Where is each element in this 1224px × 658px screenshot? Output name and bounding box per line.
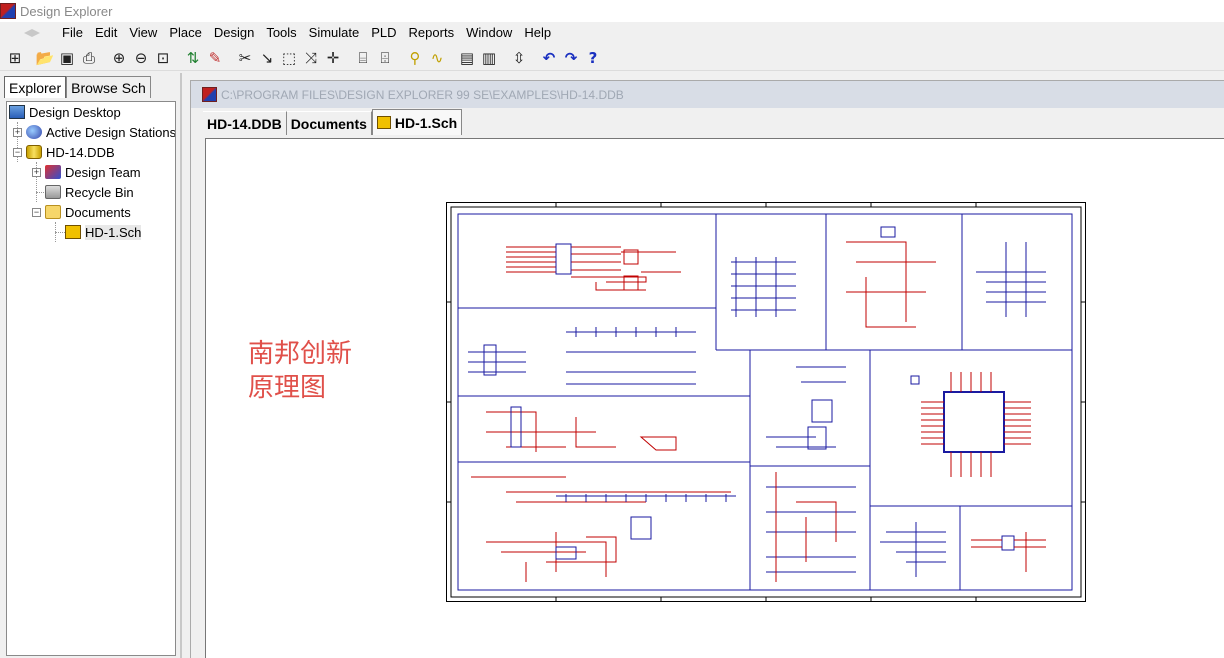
tree-label: Recycle Bin [65, 184, 134, 200]
browse-library-icon[interactable]: ⌹ [380, 48, 390, 67]
menu-edit[interactable]: Edit [94, 25, 118, 40]
tree-label: Documents [65, 204, 131, 220]
wire-tool-icon[interactable]: ✎ [208, 48, 222, 67]
tree-label: HD-14.DDB [46, 144, 115, 160]
zoom-in-icon[interactable]: ⊕ [112, 48, 126, 67]
collapse-icon[interactable]: − [32, 206, 41, 217]
move-icon[interactable]: ⤨ [304, 48, 317, 67]
sheet-icon[interactable]: ▤ [459, 48, 475, 67]
menu-view[interactable]: View [129, 25, 158, 40]
align-icon[interactable]: ⇳ [512, 48, 526, 67]
desktop-icon [9, 105, 25, 119]
menu-place[interactable]: Place [169, 25, 202, 40]
zoom-fit-icon[interactable]: ⊡ [156, 48, 170, 67]
tab-hd14-ddb[interactable]: HD-14.DDB [203, 111, 287, 135]
tab-browse-sch[interactable]: Browse Sch [66, 76, 151, 98]
menu-simulate[interactable]: Simulate [308, 25, 360, 40]
tab-label: HD-1.Sch [394, 114, 458, 131]
app-logo-icon [202, 87, 217, 102]
team-icon [45, 165, 61, 179]
simulate-icon[interactable]: ∿ [430, 48, 444, 67]
bus-icon[interactable]: ↘ [260, 48, 274, 67]
tree-item-design-team[interactable]: + Design Team [32, 162, 141, 182]
schematic-canvas[interactable]: 南邦创新 原理图 [205, 138, 1224, 658]
print-icon[interactable]: ⎙ [82, 48, 95, 67]
tree-label: Active Design Stations [46, 124, 176, 140]
station-icon [26, 125, 42, 139]
database-icon [26, 145, 42, 159]
tree-item-documents[interactable]: − Documents [32, 202, 131, 222]
folder-icon [45, 205, 61, 219]
menu-pld[interactable]: PLD [371, 25, 397, 40]
explorer-tree: Design Desktop + Active Design Stations … [6, 101, 176, 656]
watermark-line-2: 原理图 [248, 373, 327, 403]
tab-hd1-sch[interactable]: HD-1.Sch [371, 109, 463, 135]
schematic-icon [376, 116, 391, 129]
cut-icon[interactable]: ✂ [238, 48, 252, 67]
expand-icon[interactable]: + [13, 126, 22, 137]
sheet-up-icon[interactable]: ▥ [481, 48, 497, 67]
tree-item-hd14-ddb[interactable]: − HD-14.DDB [13, 142, 115, 162]
save-icon[interactable]: ▣ [59, 48, 75, 67]
tree-icon[interactable]: ⊞ [8, 48, 22, 67]
tab-documents[interactable]: Documents [286, 111, 372, 135]
tree-label: HD-1.Sch [85, 224, 142, 240]
explorer-panel: Explorer Browse Sch Design Desktop + Act… [0, 73, 182, 658]
explorer-tabs: Explorer Browse Sch [4, 76, 151, 98]
document-window: C:\PROGRAM FILES\DESIGN EXPLORER 99 SE\E… [190, 80, 1224, 658]
schematic-icon [65, 225, 81, 239]
tree-item-design-desktop[interactable]: Design Desktop [9, 102, 121, 122]
tree-item-hd1-sch[interactable]: HD-1.Sch [65, 222, 142, 242]
watermark-line-1: 南邦创新 [248, 339, 353, 369]
redo-icon[interactable]: ↷ [564, 48, 578, 67]
help-icon[interactable]: ? [588, 48, 598, 67]
pin-tool-icon[interactable]: ⚲ [409, 48, 421, 67]
zoom-out-icon[interactable]: ⊖ [134, 48, 148, 67]
menu-file[interactable]: File [62, 25, 83, 40]
menu-window[interactable]: Window [466, 25, 513, 40]
menu-design[interactable]: Design [213, 25, 255, 40]
menu-bar: File Edit View Place Design Tools Simula… [0, 22, 1224, 43]
document-title-bar: C:\PROGRAM FILES\DESIGN EXPLORER 99 SE\E… [191, 81, 1224, 108]
main-toolbar: ⊞ 📂 ▣ ⎙ ⊕ ⊖ ⊡ ⇅ ✎ ✂ ↘ ⬚ ⤨ ✛ ⌸ ⌹ ⚲ ∿ ▤ ▥ … [0, 45, 1224, 71]
tree-label: Design Team [65, 164, 141, 180]
recycle-bin-icon [45, 185, 61, 199]
cross-probe-icon[interactable]: ⇅ [186, 48, 200, 67]
expand-icon[interactable]: + [32, 166, 41, 177]
menu-tools[interactable]: Tools [266, 25, 297, 40]
collapse-icon[interactable]: − [13, 146, 22, 157]
cross-icon[interactable]: ✛ [326, 48, 340, 67]
tree-item-active-design-stations[interactable]: + Active Design Stations [13, 122, 176, 142]
open-icon[interactable]: 📂 [35, 48, 55, 67]
window-title: Design Explorer [20, 3, 113, 19]
tree-label: Design Desktop [29, 104, 121, 120]
tab-explorer[interactable]: Explorer [4, 76, 67, 98]
library-icon[interactable]: ⌸ [358, 48, 368, 67]
document-menu-icon[interactable] [22, 27, 42, 39]
document-path: C:\PROGRAM FILES\DESIGN EXPLORER 99 SE\E… [221, 87, 624, 102]
watermark-text: 南邦创新 原理图 [248, 337, 352, 405]
select-icon[interactable]: ⬚ [281, 48, 297, 67]
menu-help[interactable]: Help [524, 25, 552, 40]
undo-icon[interactable]: ↶ [542, 48, 556, 67]
menu-reports[interactable]: Reports [408, 25, 455, 40]
app-logo-icon [0, 3, 16, 19]
title-bar: Design Explorer [0, 0, 1224, 22]
schematic-sheet[interactable] [446, 202, 1086, 602]
tree-item-recycle-bin[interactable]: Recycle Bin [45, 182, 134, 202]
document-tabs: HD-14.DDB Documents HD-1.Sch [203, 109, 463, 135]
